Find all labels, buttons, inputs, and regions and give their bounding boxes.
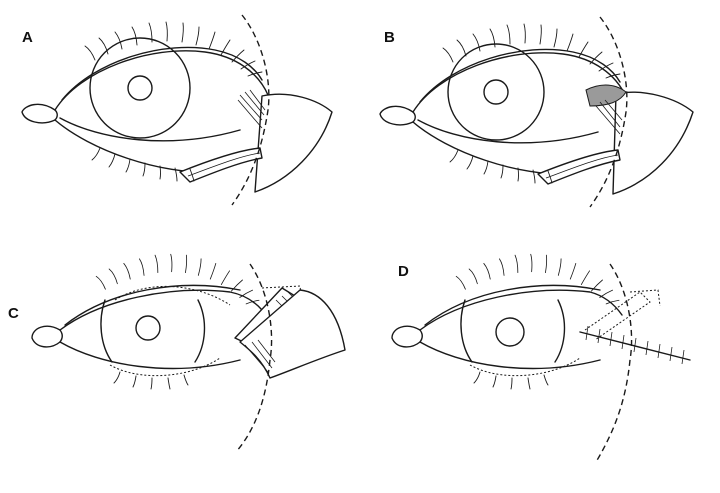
panel-label-a: A — [22, 29, 33, 46]
panel-label-c: C — [8, 305, 19, 322]
panel-label-d: D — [398, 263, 409, 280]
panel-a: A — [21, 14, 333, 206]
panel-c: C — [8, 253, 346, 453]
panel-d: D — [391, 253, 691, 463]
panel-label-b: B — [384, 29, 395, 46]
panel-b: B — [379, 16, 694, 208]
